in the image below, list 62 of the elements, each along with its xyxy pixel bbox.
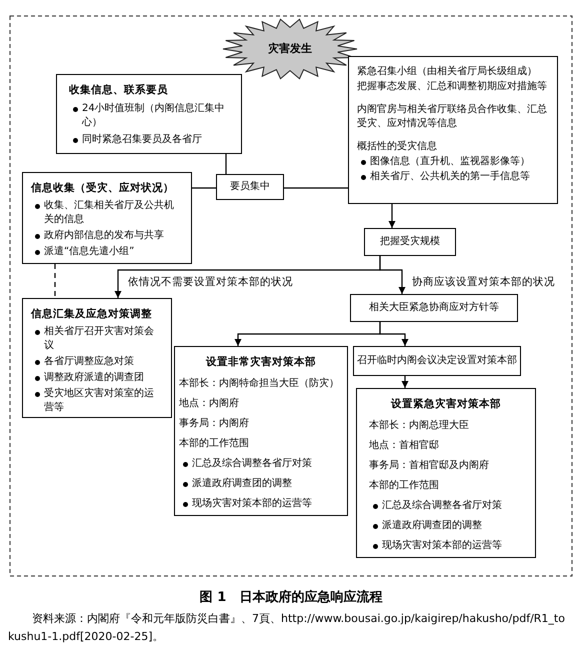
- arrow: [402, 376, 408, 388]
- process-box: [353, 346, 521, 376]
- node-text: 召开临时内阁会议决定设置对策本部: [357, 354, 517, 368]
- node-text: 要员集中: [230, 180, 270, 194]
- list-item-text: 相关省厅召开灾害对策会议: [44, 325, 155, 353]
- list-item-text: 汇总及综合调整各省厅对策: [192, 457, 312, 471]
- figure-caption: 图 1 日本政府的应急响应流程: [198, 588, 384, 607]
- list-item-text: 图像信息（直升机、监视器影像等）: [370, 155, 530, 169]
- node-text: 紧急召集小组（由相关省厅局长级组成）: [357, 65, 538, 79]
- node-text: 概括性的受灾信息: [357, 140, 438, 154]
- list-item-text: 各省厅调整应急对策: [44, 355, 134, 369]
- node-text: 地点：内阁府: [179, 397, 240, 411]
- edge-label: 依情况不需要设置对策本部的状况: [126, 275, 295, 289]
- process-box: [22, 172, 192, 264]
- node-text: 事务局：首相官邸及内阁府: [369, 459, 490, 473]
- list-item-text: 调整政府派遣的调查团: [44, 371, 144, 385]
- node-text: 灾害发生: [268, 40, 312, 57]
- connector-line: [192, 187, 216, 189]
- node-text: 相关大臣紧急协商应对方针等: [369, 301, 499, 315]
- process-box: [56, 74, 242, 154]
- list-item-text: 派遣政府调查团的调整: [382, 519, 482, 533]
- process-box: [174, 346, 348, 516]
- box-heading: 信息汇集及应急对策调整: [31, 307, 153, 321]
- process-box: [356, 388, 536, 558]
- arrow: [379, 322, 408, 346]
- node-text: 本部的工作范围: [179, 437, 250, 451]
- list-item-text: 收集、汇集相关省厅及公共机关的信息: [44, 199, 175, 227]
- node-text: 本部的工作范围: [369, 479, 440, 493]
- node-text: 把握受灾规模: [380, 235, 440, 249]
- box-heading: 设置非常灾害对策本部: [204, 355, 317, 369]
- process-box: [364, 228, 456, 256]
- connector-line: [54, 264, 56, 298]
- list-item-text: 现场灾害对策本部的运营等: [192, 497, 312, 511]
- box-heading: 收集信息、联系要员: [69, 83, 169, 97]
- node-text: 内阁官房与相关省厅联络员合作收集、汇总受灾、应对情况等信息: [357, 103, 548, 131]
- list-item-text: 汇总及综合调整各省厅对策: [382, 499, 502, 513]
- list-item-text: 受灾地区灾害对策室的运营等: [44, 387, 155, 415]
- list-item-text: 派遣政府调查团的调整: [192, 477, 292, 491]
- source-note: 资料来源：内閣府『令和元年版防災白書』、7頁、http://www.bousai.go.jp/kaigirep/hakusho/pdf/R1_tokushu1-1.pdf[2020-02-25]。: [8, 611, 566, 645]
- box-heading: 信息收集（受灾、应对状况）: [31, 181, 175, 195]
- arrow: [379, 256, 406, 294]
- edge-label: 协商应该设置对策本部的状况: [410, 275, 557, 289]
- node-text: 地点：首相官邸: [369, 439, 440, 453]
- list-item-text: 政府内部信息的发布与共享: [44, 229, 164, 243]
- node-text: 本部长：内阁特命担当大臣（防灾）: [179, 377, 340, 391]
- list-item-text: 相关省厅、公共机关的第一手信息等: [370, 170, 530, 184]
- connector-line: [284, 187, 348, 189]
- connector-line: [225, 154, 227, 174]
- starburst-shape: [222, 18, 358, 80]
- arrow: [388, 204, 396, 228]
- process-box: [350, 294, 518, 322]
- process-box: [22, 298, 172, 418]
- node-text: 本部长：内阁总理大臣: [369, 419, 470, 433]
- list-item-text: 派遣“信息先遣小组”: [44, 245, 134, 259]
- list-item-text: 24小时值班制（内阁信息汇集中心）: [82, 102, 226, 130]
- node-text: 事务局：内阁府: [179, 417, 250, 431]
- process-box: [216, 174, 284, 200]
- node-text: 把握事态发展、汇总和调整初期应对措施等: [357, 80, 548, 94]
- list-item-text: 同时紧急召集要员及各省厅: [82, 133, 202, 147]
- box-heading: 设置紧急灾害对策本部: [390, 397, 502, 411]
- list-item-text: 现场灾害对策本部的运营等: [382, 539, 502, 553]
- process-box: [348, 56, 558, 204]
